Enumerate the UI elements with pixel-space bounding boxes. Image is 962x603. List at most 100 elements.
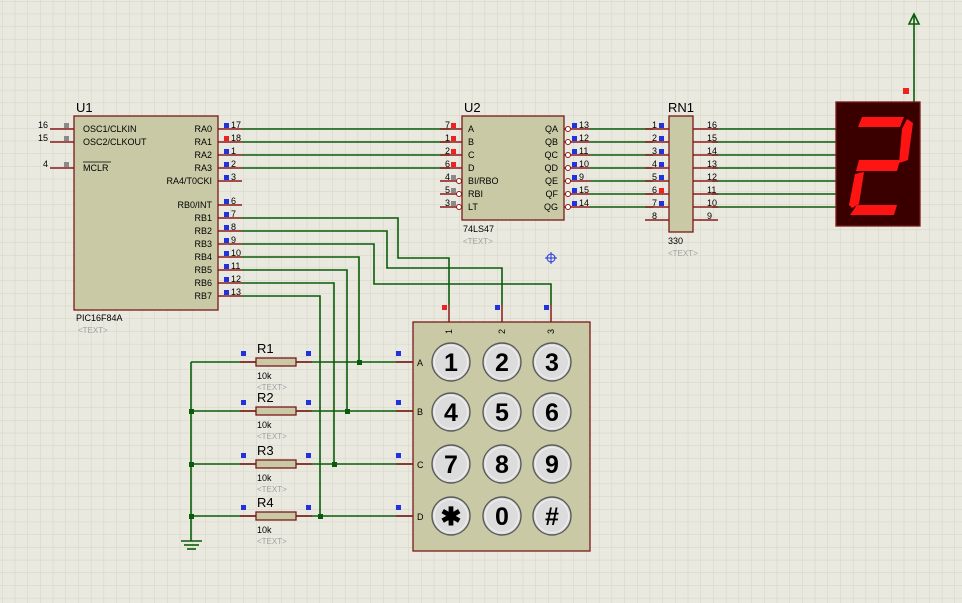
keypad-row-pin-c[interactable]: C [396,453,424,470]
keypad-key-0[interactable]: 0 [482,496,522,536]
u2-pin-name: QB [545,137,558,147]
rn1-pin-15[interactable]: 15 [693,133,718,143]
rn1-pin-13[interactable]: 13 [693,159,718,169]
rn1-pin-1[interactable]: 1 [645,120,669,130]
keypad-key-label: 1 [444,349,458,377]
rn1-pin-3[interactable]: 3 [645,146,669,156]
keypad-row-pin-a[interactable]: A [396,351,423,368]
display-pin-marker [903,88,909,94]
u2-pin-number: 15 [579,185,589,195]
keypad-key-star[interactable]: ✱ [431,496,471,536]
u2-pin-name: D [468,163,475,173]
keypad-key-6[interactable]: 6 [532,392,572,432]
rn1-pin-number: 5 [652,172,657,182]
rn1-pin-4[interactable]: 4 [645,159,669,169]
keypad-col-pin-1[interactable]: 1 [442,305,454,334]
rn1-pin-12[interactable]: 12 [693,172,718,182]
u2-pin-number: 13 [579,120,589,130]
rn1-pin-16[interactable]: 16 [693,120,718,130]
rn1-pin-6[interactable]: 6 [645,185,669,195]
rn1-pin-2[interactable]: 2 [645,133,669,143]
wire-rb4-row-a[interactable] [242,256,360,362]
keypad-key-4[interactable]: 4 [431,392,471,432]
rn1-pin-11[interactable]: 11 [693,185,718,195]
ground-symbol[interactable] [181,540,202,550]
keypad-column-pins: 1 2 3 [442,305,556,334]
keypad-key-hash[interactable]: # [532,496,572,536]
u2-pin-name: LT [468,202,478,212]
power-terminal[interactable] [907,12,921,26]
rn1-pin-5[interactable]: 5 [645,172,669,182]
keypad-row-pin-b[interactable]: B [396,400,423,417]
rn1-pin-number: 15 [707,133,717,143]
u1-pin-number: 13 [231,287,241,297]
wire-rb3-col3[interactable] [242,243,552,305]
keypad-key-7[interactable]: 7 [431,444,471,484]
wire-rb1-col1[interactable] [242,217,450,305]
u2-pin-qe[interactable]: 9QE [545,172,590,186]
keypad-key-1[interactable]: 1 [431,342,471,382]
wire-rb5-row-b[interactable] [242,269,348,411]
rn1-pin-8[interactable]: 8 [645,211,669,221]
rn1-pin-9[interactable]: 9 [693,211,718,221]
keypad-key-9[interactable]: 9 [532,444,572,484]
keypad-row-pin-d[interactable]: D [396,505,424,522]
rn1-pin-7[interactable]: 7 [645,198,669,208]
keypad-key-5[interactable]: 5 [482,392,522,432]
u2-pin-number: 5 [445,185,450,195]
wire-rb2-col2[interactable] [242,230,503,305]
rn1-pin-14[interactable]: 14 [693,146,718,156]
u2-pin-number: 1 [445,133,450,143]
seven-segment-display[interactable]: 2 [835,88,921,227]
rn1-pin-number: 7 [652,198,657,208]
keypad-key-3[interactable]: 3 [532,342,572,382]
wire-rb6-row-c[interactable] [242,282,335,464]
wire-rb7-row-d[interactable] [242,295,321,516]
u2-pin-number: 6 [445,159,450,169]
keypad-key-8[interactable]: 8 [482,444,522,484]
keypad-col-pin-3[interactable]: 3 [544,305,556,334]
keypad-key-2[interactable]: 2 [482,342,522,382]
rn1-pin-10[interactable]: 10 [693,198,718,208]
keypad-col-pin-2[interactable]: 2 [495,305,507,334]
